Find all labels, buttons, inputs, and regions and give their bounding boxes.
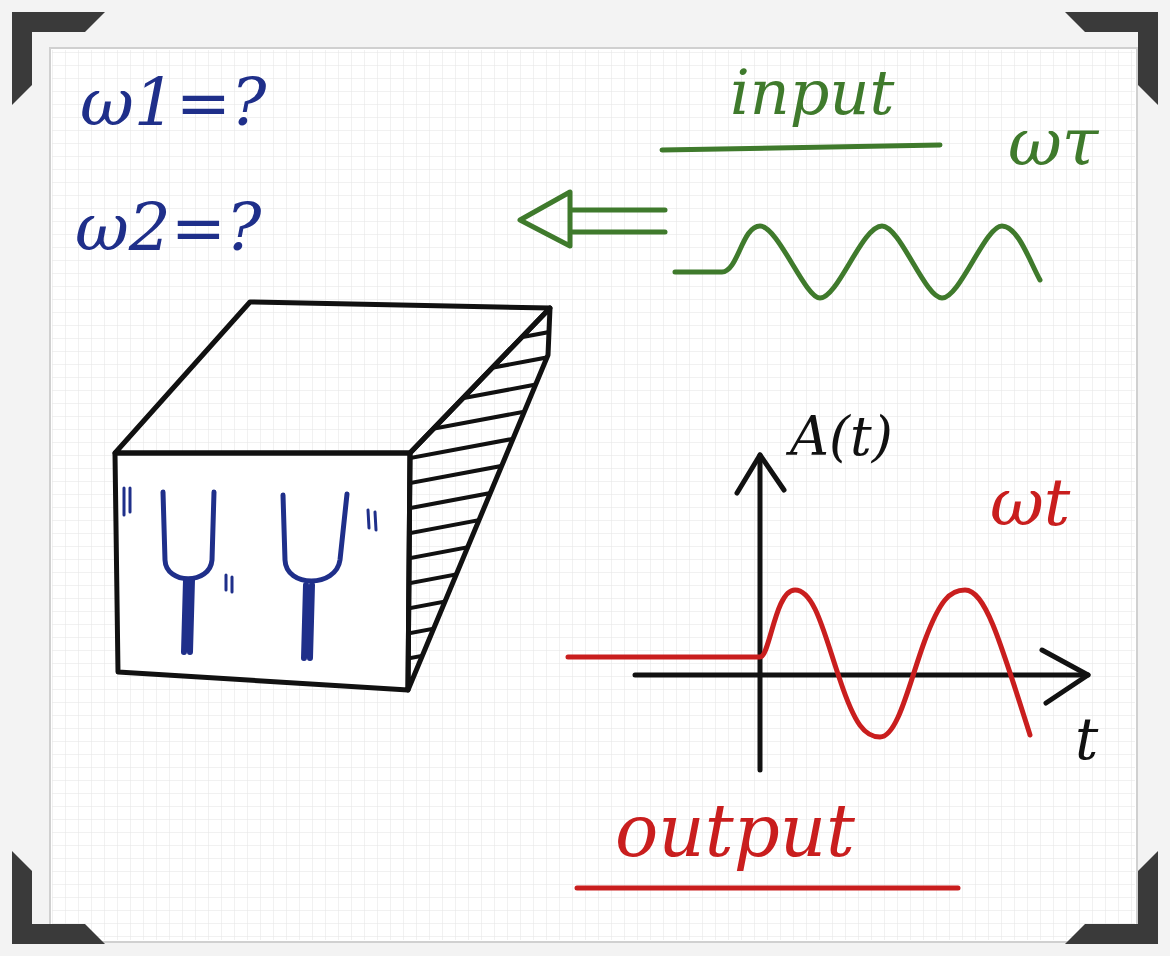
fork-stem (184, 580, 192, 652)
vibration-mark (124, 488, 130, 515)
y-axis (758, 455, 763, 770)
corner-brackets (12, 12, 1158, 944)
fork-stem (304, 585, 312, 658)
x-axis (635, 673, 1088, 678)
black-box-cube (115, 302, 560, 690)
tuning-forks (124, 488, 376, 658)
tuning-fork (283, 494, 347, 581)
input-frequency: ωτ (1008, 110, 1098, 176)
arrow-head (520, 192, 570, 246)
corner-bracket (12, 851, 105, 944)
output-wave (568, 590, 1030, 737)
card (50, 48, 1137, 942)
arrow-line (572, 208, 665, 213)
corner-bracket (1065, 851, 1158, 944)
output-underline (577, 886, 958, 891)
tuning-fork (163, 492, 214, 579)
output-label: output (615, 795, 855, 867)
vibration-mark (368, 510, 376, 530)
output-frequency: ωt (990, 470, 1070, 536)
input-arrow (520, 192, 665, 246)
cube-hatching (400, 330, 560, 685)
axis-arrowhead (737, 455, 784, 493)
unknown-frequency: ω1=? (80, 70, 267, 136)
axis-label: t (1075, 710, 1098, 768)
input-wave (675, 226, 1040, 298)
cube-side (408, 308, 550, 690)
vibration-mark (226, 575, 232, 592)
cube-front (115, 453, 410, 690)
axes (635, 455, 1088, 770)
corner-bracket (1065, 12, 1158, 105)
grid (52, 50, 1135, 940)
unknown-frequency: ω2=? (75, 195, 262, 261)
input-label: input (730, 62, 894, 124)
axis-label: A(t) (790, 410, 893, 464)
input-underline (662, 145, 940, 150)
arrow-line (572, 230, 665, 235)
axis-arrowhead (1042, 650, 1088, 703)
